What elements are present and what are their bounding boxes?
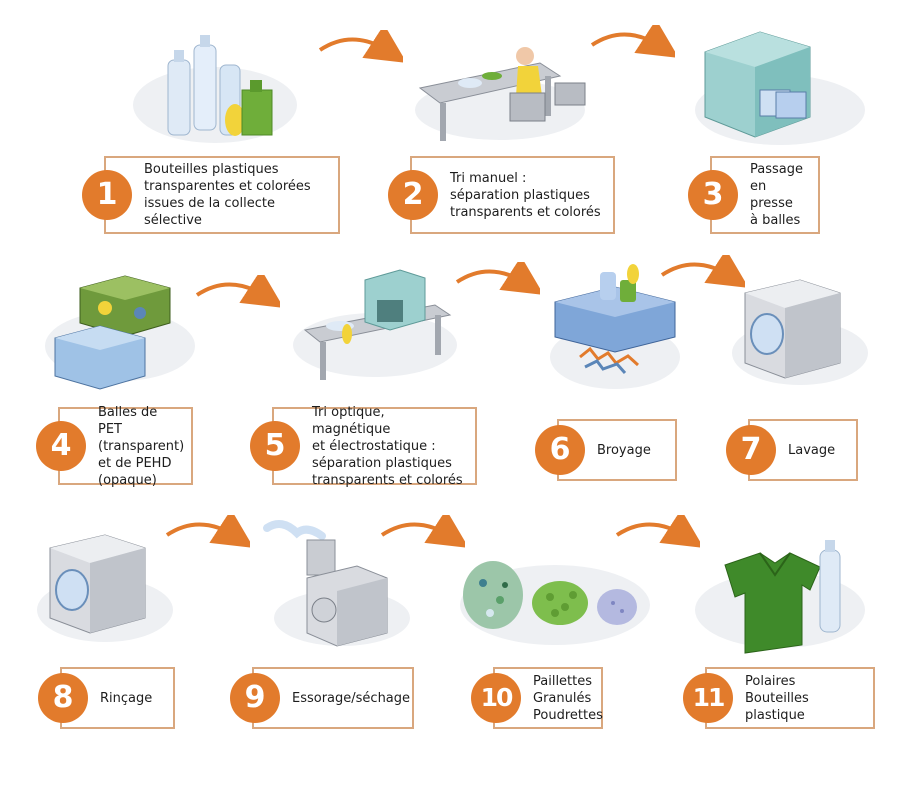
flow-arrow xyxy=(590,25,675,58)
step-label: Broyage xyxy=(597,442,651,458)
step-box-3: 3 Passage en presse à balles xyxy=(688,156,820,234)
step-number-badge: 9 xyxy=(230,673,280,723)
step-number-badge: 10 xyxy=(471,673,521,723)
step-label: Tri manuel : séparation plastiques trans… xyxy=(450,170,601,220)
step-number-badge: 2 xyxy=(388,170,438,220)
baling-press-illustration xyxy=(690,22,870,147)
step-number-badge: 8 xyxy=(38,673,88,723)
step-box-9: 9 Essorage/séchage xyxy=(230,667,414,729)
flow-arrow xyxy=(318,30,403,63)
flow-arrow xyxy=(660,255,745,288)
flow-arrow xyxy=(195,275,280,308)
step-label: Polaires Bouteilles plastique xyxy=(745,673,809,723)
rinsing-machine-illustration xyxy=(30,520,175,650)
washing-machine-illustration xyxy=(725,268,870,393)
step-box-8: 8 Rinçage xyxy=(38,667,175,729)
step-label: Balles de PET (transparent) et de PEHD (… xyxy=(98,404,185,488)
step-box-4: 4 Balles de PET (transparent) et de PEHD… xyxy=(36,405,193,488)
step-number-badge: 11 xyxy=(683,673,733,723)
crusher-illustration xyxy=(545,262,685,397)
step-box-6: 6 Broyage xyxy=(535,419,677,481)
step-box-7: 7 Lavage xyxy=(726,419,858,481)
fleece-bottle-illustration xyxy=(690,535,870,660)
step-label: Bouteilles plastiques transparentes et c… xyxy=(144,162,311,228)
step-label: Lavage xyxy=(788,442,836,458)
step-number-badge: 1 xyxy=(82,170,132,220)
optical-sorting-illustration xyxy=(285,260,460,385)
step-box-2: 2 Tri manuel : séparation plastiques tra… xyxy=(388,156,615,234)
step-box-10: 10 Paillettes Granulés Poudrettes xyxy=(471,667,603,729)
manual-sorting-illustration xyxy=(410,28,590,148)
step-number-badge: 5 xyxy=(250,421,300,471)
step-label: Paillettes Granulés Poudrettes xyxy=(533,673,603,723)
flow-arrow xyxy=(615,515,700,548)
step-label: Passage en presse à balles xyxy=(750,162,803,228)
step-box-11: 11 Polaires Bouteilles plastique xyxy=(683,667,875,729)
flakes-granules-illustration xyxy=(455,545,650,650)
flow-arrow xyxy=(380,515,465,548)
step-label: Tri optique, magnétique et électrostatiq… xyxy=(312,404,463,488)
flow-arrow xyxy=(165,515,250,548)
step-number-badge: 7 xyxy=(726,425,776,475)
step-number-badge: 3 xyxy=(688,170,738,220)
step-box-5: 5 Tri optique, magnétique et électrostat… xyxy=(250,405,477,488)
step-number-badge: 4 xyxy=(36,421,86,471)
step-label: Rinçage xyxy=(100,690,153,706)
flow-arrow xyxy=(455,262,540,295)
bales-illustration xyxy=(30,268,195,398)
step-box-1: 1 Bouteilles plastiques transparentes et… xyxy=(82,156,340,234)
dryer-illustration xyxy=(262,518,412,653)
step-label: Essorage/séchage xyxy=(292,690,411,706)
bottles-illustration xyxy=(130,20,300,145)
step-number-badge: 6 xyxy=(535,425,585,475)
